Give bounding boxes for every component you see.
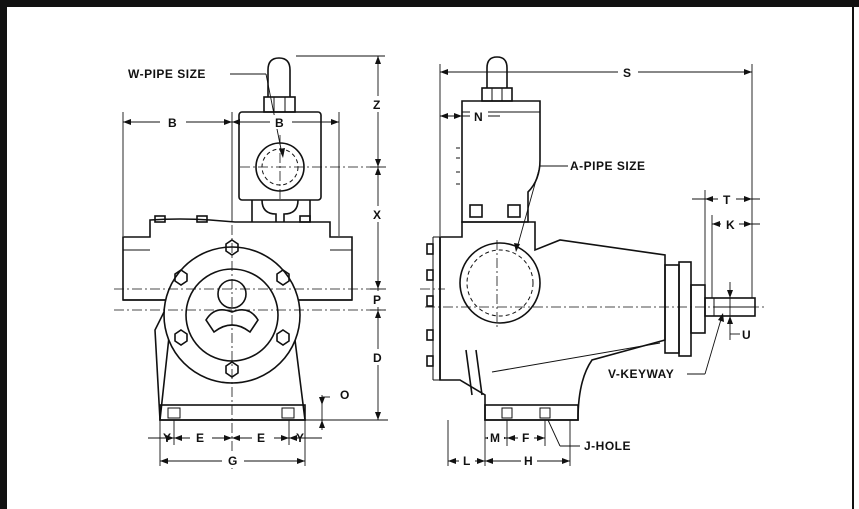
dim-b-right: B: [275, 116, 284, 130]
dim-t: T: [723, 193, 731, 207]
dim-e-left: E: [196, 431, 205, 445]
dim-z: Z: [373, 98, 381, 112]
dim-h: H: [524, 454, 533, 468]
dim-s: S: [623, 66, 632, 80]
dim-u: U: [742, 328, 751, 342]
front-view: [114, 57, 385, 470]
dim-p: P: [373, 293, 382, 307]
a-pipe-size-label: A-PIPE SIZE: [570, 159, 646, 173]
front-view-labels: W-PIPE SIZE B B Z X P D O Y E E Y G: [128, 67, 388, 468]
v-keyway-label: V-KEYWAY: [608, 367, 674, 381]
dim-y-right: Y: [296, 431, 305, 445]
front-view-dimensions: [122, 55, 388, 466]
w-pipe-size-label: W-PIPE SIZE: [128, 67, 206, 81]
dim-n: N: [474, 110, 483, 124]
dim-d: D: [373, 351, 382, 365]
dim-l: L: [463, 454, 471, 468]
dim-e-right: E: [257, 431, 266, 445]
dim-m: M: [490, 431, 501, 445]
dim-o: O: [340, 388, 350, 402]
dim-g: G: [228, 454, 238, 468]
j-hole-label: J-HOLE: [584, 439, 631, 453]
dim-f: F: [522, 431, 530, 445]
dim-k: K: [726, 218, 735, 232]
dim-x: X: [373, 208, 382, 222]
side-view-labels: S N A-PIPE SIZE T K U V-KEYWAY J-HOLE M …: [459, 65, 751, 468]
dim-b-left: B: [168, 116, 177, 130]
side-view: [420, 56, 765, 421]
dim-y-left: Y: [163, 431, 172, 445]
